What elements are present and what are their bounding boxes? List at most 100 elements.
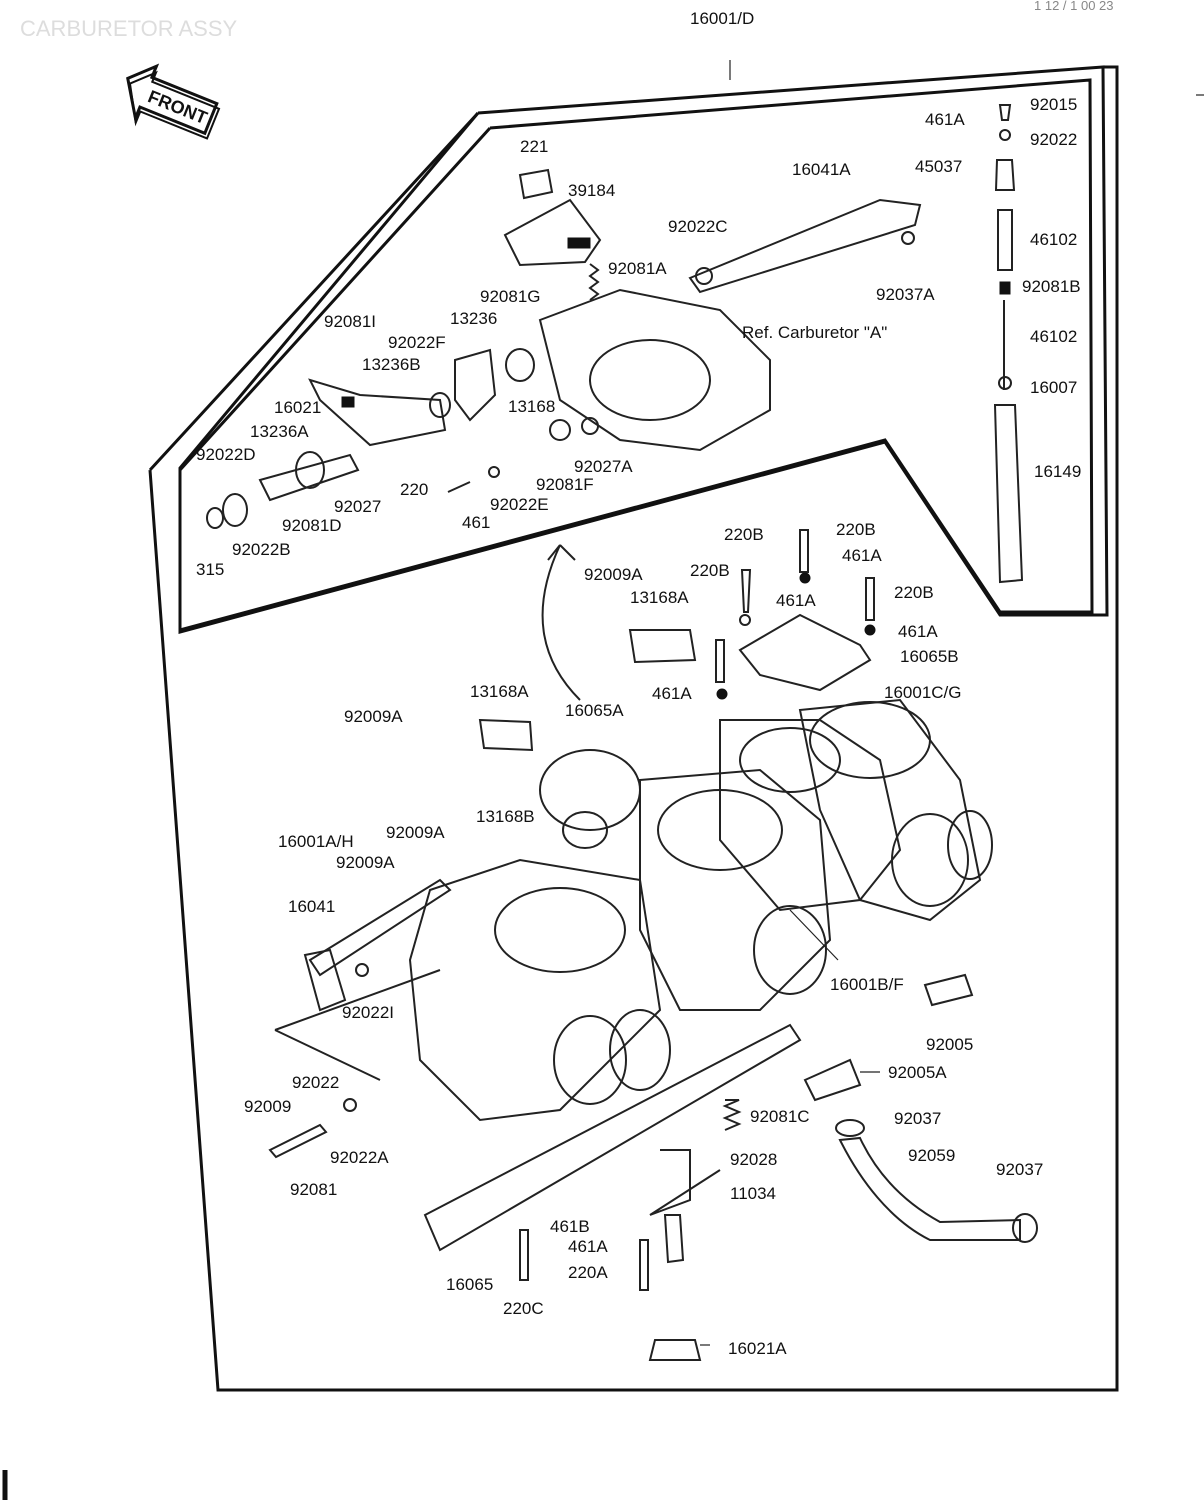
label-220: 220 [400,480,428,499]
carburetor-body-2 [639,768,832,1011]
label-13168: 13168 [508,397,555,416]
plunger-16149 [993,404,1024,584]
label-92022A: 92022A [330,1148,389,1167]
link-16021 [308,378,447,447]
carburetor-body-4 [798,698,993,922]
screw-315 [206,507,224,529]
label-16149: 16149 [1034,462,1081,481]
cable-holder-39184 [503,198,602,267]
carb-bowl [589,339,711,421]
throttle-pulley [539,749,641,831]
label-92037A: 92037A [876,285,935,304]
label-220B-1: 220B [724,525,764,544]
label-461A-5: 461A [652,684,692,703]
clamp-13168A-2 [478,718,534,752]
label-13168A: 13168A [630,588,689,607]
label-92022D: 92022D [196,445,256,464]
washer-92022C [695,267,713,285]
label-92005A: 92005A [888,1063,947,1082]
washer-92027A [581,417,599,435]
spring-92081A [588,263,600,301]
figure-code: 16001/D [690,9,754,28]
label-16065A: 16065A [565,701,624,720]
bolt-220C [519,1229,529,1281]
carburetor-A-ref-body [538,288,771,452]
front-arrow-icon: FRONT [126,63,221,140]
leader-16001BF [789,909,839,961]
label-92022E: 92022E [490,495,549,514]
bolt-mark [567,237,591,249]
label-461A-4: 461A [898,622,938,641]
clip-92037 [835,1119,865,1137]
bracket-11034 [649,1149,721,1216]
spring-92081C [722,1099,742,1131]
label-315: 315 [196,560,224,579]
label-461A-3: 461A [776,591,816,610]
label-39184: 39184 [568,181,615,200]
label-92028: 92028 [730,1150,777,1169]
label-220B-2: 220B [836,520,876,539]
label-16001AH: 16001A/H [278,832,354,851]
label-46102b: 46102 [1030,327,1077,346]
label-92037-2: 92037 [996,1160,1043,1179]
choke-linkage-group [206,60,1024,584]
label-92009A-3: 92009A [386,823,445,842]
label-16021A: 16021A [728,1339,787,1358]
washer-461A-1 [799,572,811,584]
label-16041A: 16041A [792,160,851,179]
bolt-220B-3 [865,577,875,621]
label-92015: 92015 [1030,95,1077,114]
bolt-220B-2 [799,529,809,573]
washer-92022I [355,963,369,977]
fitting-92005 [923,973,974,1007]
label-220B-3: 220B [690,561,730,580]
washer-92022-b [343,1098,357,1112]
nut-92015 [998,104,1012,121]
knob-16021A [648,1339,702,1361]
plate-16065B [738,613,872,692]
label-92081G: 92081G [480,287,541,306]
label-92009: 92009 [244,1097,291,1116]
bolt-220A [639,1239,649,1291]
label-13236A: 13236A [250,422,309,441]
pulley-hub [562,811,608,849]
washer-461A-4 [739,614,751,626]
label-ref-carburetor-a: Ref. Carburetor "A" [742,323,887,342]
inner-frame [178,78,1094,632]
label-92009A-4: 92009A [336,853,395,872]
label-92009A-1: 92009A [584,565,643,584]
washer-92022E [488,466,500,478]
label-92027: 92027 [334,497,381,516]
shaft-16041 [308,878,452,977]
section-title: CARBURETOR ASSY [20,16,238,41]
bolt-220B-1 [740,569,752,613]
label-46102: 46102 [1030,230,1077,249]
spring-92081I [341,396,355,408]
spring-92081B [999,281,1011,295]
label-92081B: 92081B [1022,277,1081,296]
fitting-92005A [803,1058,862,1102]
ring-16007 [998,376,1012,390]
clip-92037-b [1012,1213,1038,1243]
washer-92037A [901,231,915,245]
guide-lines-left [274,969,441,1081]
washer-92022 [999,129,1011,141]
pin-220 [447,481,471,493]
label-13236: 13236 [450,309,497,328]
label-92059: 92059 [908,1146,955,1165]
carburetor-body-3 [719,719,902,912]
washer-92022B [222,493,248,527]
label-92009A-2: 92009A [344,707,403,726]
label-16021: 16021 [274,398,321,417]
page-ref: 1 12 / 1 00 23 [1034,0,1114,13]
label-92081I: 92081I [324,312,376,331]
label-220A: 220A [568,1263,608,1282]
lever-16041A [688,198,922,294]
carburetor-bank-group [268,529,1038,1361]
label-92022B: 92022B [232,540,291,559]
label-13168B: 13168B [476,807,535,826]
collar-13168 [549,419,571,441]
label-461A-6: 461A [568,1237,608,1256]
label-13236B: 13236B [362,355,421,374]
